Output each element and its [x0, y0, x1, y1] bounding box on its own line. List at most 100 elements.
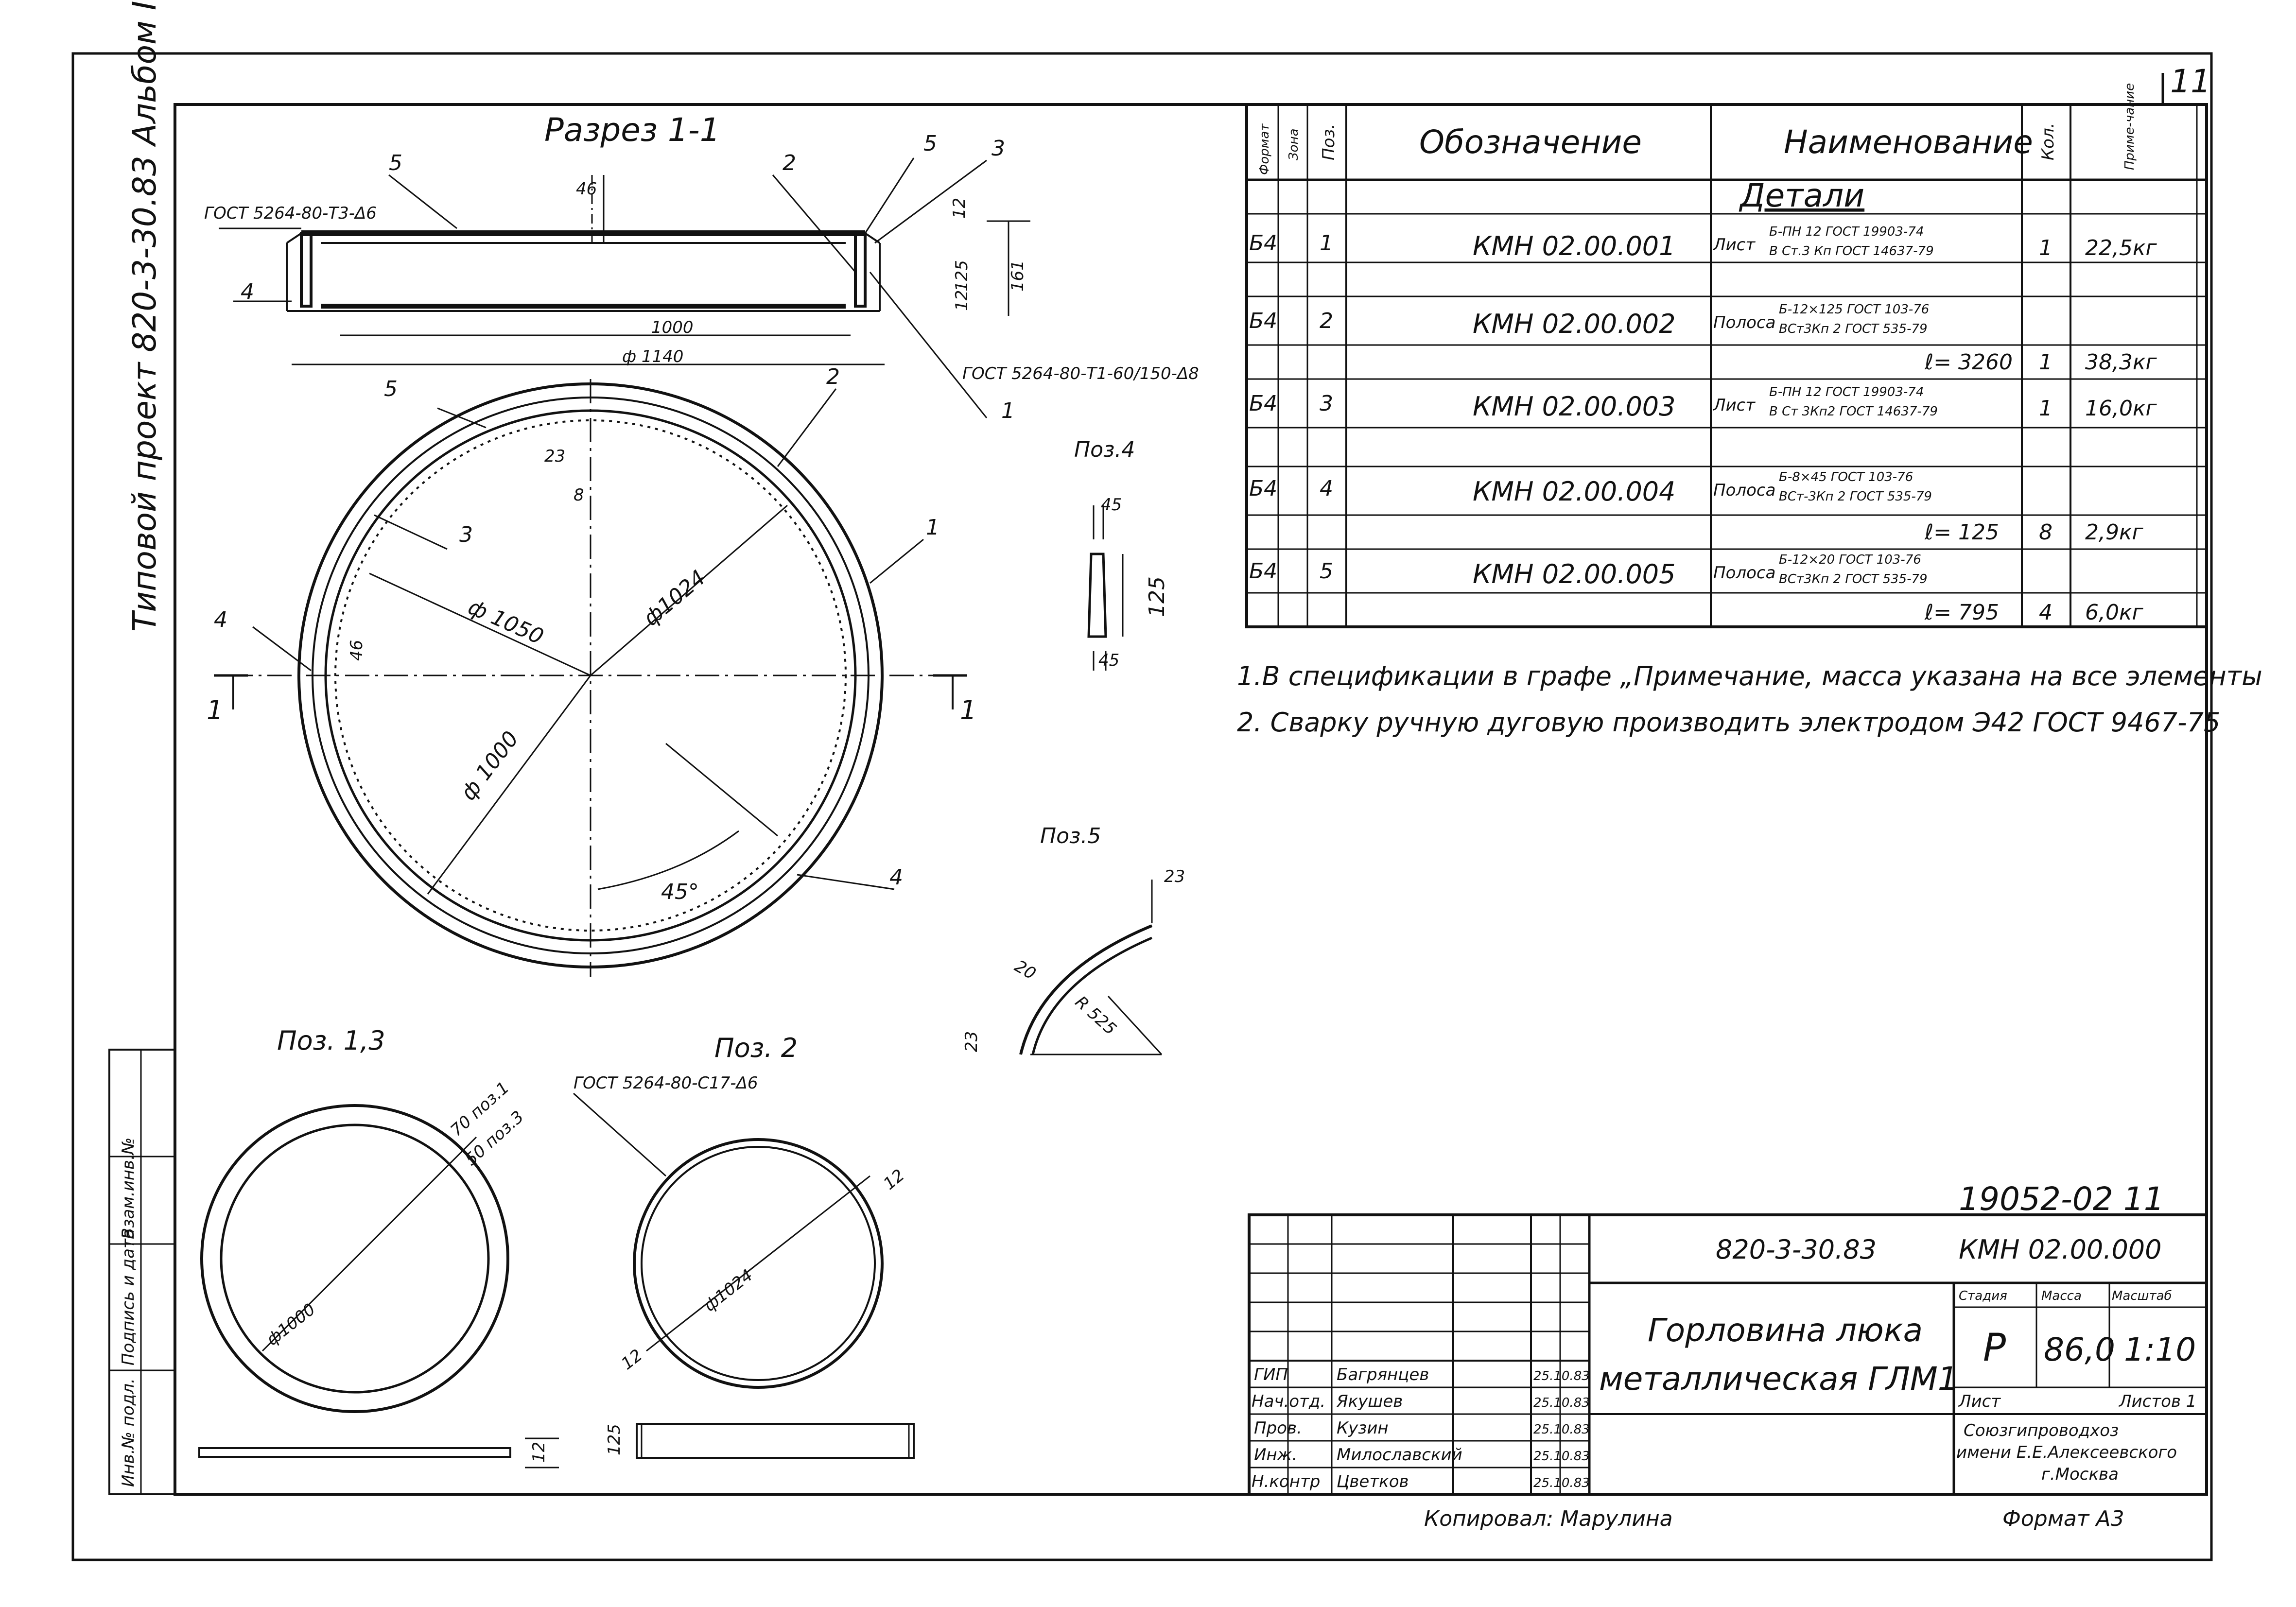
- spec-h-note: Приме-чание: [2122, 83, 2137, 170]
- section-dim-12: 12: [950, 198, 969, 219]
- tb-org-1: Союзгипроводхоз: [1964, 1421, 2119, 1440]
- row-name-prefix: Полоса: [1713, 563, 1775, 583]
- pos5-dim-20: 20: [1011, 956, 1039, 984]
- staff-role: ГИП: [1254, 1365, 1288, 1384]
- row-format: Б4: [1249, 559, 1277, 584]
- tb-project: 820-3-30.83: [1716, 1234, 1877, 1265]
- plan-pos-5: 5: [384, 377, 398, 401]
- pos2-dim-12a: 12: [880, 1165, 908, 1193]
- spec-section-title: Детали: [1739, 177, 1864, 214]
- section-dim-161: 161: [1008, 260, 1027, 292]
- plan-pos-2: 2: [826, 364, 840, 389]
- row-name-top: Б-12×125 ГОСТ 103-76: [1779, 302, 1929, 317]
- spec-h-pos: Поз.: [1319, 124, 1339, 160]
- row-name-prefix: Полоса: [1713, 313, 1775, 332]
- plan-d1000: ф 1000: [456, 726, 523, 805]
- row-format: Б4: [1249, 309, 1277, 333]
- pos2-title: Поз. 2: [714, 1033, 798, 1063]
- note-1: 1.В спецификации в графе „Примечание, ма…: [1237, 661, 2262, 691]
- row-qty: 1: [2039, 396, 2052, 421]
- pos4-detail: Поз.4 45 125 45: [1074, 437, 1169, 671]
- staff-row: Инж. Милославский 25.10.83: [1254, 1445, 1590, 1465]
- section-dim-gap: 46: [576, 179, 597, 199]
- staff-name: Милославский: [1337, 1445, 1462, 1465]
- staff-date: 25.10.83: [1533, 1369, 1590, 1383]
- tb-name-1: Горловина люка: [1648, 1312, 1923, 1349]
- row-note: 38,3кг: [2085, 350, 2157, 375]
- title-block: 19052-02 11 820-3-30.83 КМН 02.00.000 Го…: [1248, 1180, 2208, 1496]
- section-pos-5a: 5: [389, 151, 402, 175]
- row-extra: ℓ= 3260: [1924, 350, 2013, 375]
- row-name-bottom: В Ст 3Кп2 ГОСТ 14637-79: [1769, 404, 1938, 419]
- row-name-top: Б-8×45 ГОСТ 103-76: [1779, 470, 1913, 484]
- pos2-dim-12b: 12: [618, 1346, 646, 1374]
- staff-row: Нач.отд. Якушев 25.10.83: [1252, 1392, 1590, 1411]
- row-format: Б4: [1249, 476, 1277, 501]
- section-title: Разрез 1-1: [544, 111, 720, 149]
- tb-scale-header: Масштаб: [2112, 1289, 2172, 1303]
- plan-d1024: ф1024: [639, 565, 710, 631]
- plan-pos-3: 3: [459, 522, 473, 547]
- left-stamp: Инв.№ подл. Подпись и дата Взам.инв.№: [108, 1049, 176, 1495]
- staff-name: Цветков: [1337, 1472, 1409, 1491]
- row-code: КМН 02.00.001: [1473, 231, 1676, 261]
- spec-row: Б4 3 КМН 02.00.003 Лист Б-ПН 12 ГОСТ 199…: [1249, 385, 2157, 422]
- spec-h-format: Формат: [1257, 123, 1272, 175]
- tb-stage-header: Стадия: [1959, 1289, 2007, 1303]
- plan-d1050: ф 1050: [465, 594, 547, 649]
- spec-h-code: Обозначение: [1419, 123, 1642, 161]
- spec-h-name: Наименование: [1784, 123, 2033, 161]
- row-name-bottom: ВСт-3Кп 2 ГОСТ 535-79: [1779, 489, 1932, 504]
- staff-date: 25.10.83: [1533, 1396, 1590, 1410]
- tb-name-2: металлическая ГЛМ1: [1599, 1360, 1958, 1398]
- pos4-title: Поз.4: [1074, 437, 1135, 462]
- note-2: 2. Сварку ручную дуговую производить эле…: [1237, 707, 2220, 738]
- row-code: КМН 02.00.004: [1473, 476, 1676, 507]
- cut-label-left: 1: [207, 695, 223, 726]
- plan-dim-46: 46: [347, 640, 366, 661]
- pos5-dim-23b: 23: [962, 1031, 981, 1052]
- section-gost-top: ГОСТ 5264-80-Т3-Δ6: [204, 204, 377, 223]
- section-pos-4: 4: [241, 279, 254, 304]
- plan-pos-4a: 4: [214, 607, 227, 632]
- tb-org-3: г.Москва: [2041, 1465, 2119, 1484]
- spec-h-zone: Зона: [1287, 128, 1301, 160]
- tb-sheet: Лист: [1958, 1392, 2001, 1411]
- staff-date: 25.10.83: [1533, 1476, 1590, 1490]
- staff-row: ГИП Багрянцев 25.10.83: [1254, 1365, 1590, 1384]
- corner-sheet-number: 11: [2170, 63, 2211, 100]
- plan-dim-8: 8: [574, 485, 584, 505]
- pos13-detail: Поз. 1,3 70 поз.1 50 поз.3 ф1000 12: [198, 1025, 559, 1469]
- row-qty: 1: [2039, 350, 2052, 375]
- pos4-dim-125: 125: [1145, 576, 1169, 617]
- pos13-dim-12: 12: [529, 1442, 549, 1463]
- row-note: 2,9кг: [2085, 520, 2144, 545]
- section-pos-5b: 5: [923, 131, 937, 156]
- row-name-top: Б-ПН 12 ГОСТ 19903-74: [1769, 225, 1924, 239]
- tb-top-right: 19052-02 11: [1959, 1180, 2164, 1218]
- row-pos: 2: [1320, 309, 1333, 333]
- spec-h-qty: Кол.: [2038, 123, 2058, 160]
- row-name-prefix: Полоса: [1713, 481, 1775, 500]
- staff-role: Нач.отд.: [1252, 1392, 1325, 1411]
- copied-by: Копировал: Марулина: [1424, 1506, 1673, 1531]
- sheet-frame: [71, 52, 2213, 1561]
- row-pos: 5: [1320, 559, 1333, 584]
- section-pos-1: 1: [1001, 398, 1015, 423]
- row-format: Б4: [1249, 231, 1277, 256]
- row-name-top: Б-12×20 ГОСТ 103-76: [1779, 553, 1921, 567]
- row-code: КМН 02.00.002: [1473, 309, 1676, 339]
- stamp-inv: Инв.№ подл.: [119, 1378, 138, 1487]
- row-name-bottom: ВСт3Кп 2 ГОСТ 535-79: [1779, 572, 1928, 587]
- row-code: КМН 02.00.003: [1473, 391, 1676, 422]
- row-extra: ℓ= 795: [1924, 600, 1999, 625]
- pos5-detail: Поз.5 23 20 R 525 23: [962, 824, 1185, 1055]
- staff-name: Кузин: [1337, 1418, 1389, 1438]
- stamp-replace: Взам.инв.№: [119, 1138, 138, 1239]
- row-note: 6,0кг: [2085, 600, 2144, 625]
- section-dim-125: 125: [952, 260, 972, 292]
- pos13-title: Поз. 1,3: [277, 1025, 385, 1056]
- staff-row: Пров. Кузин 25.10.83: [1254, 1418, 1590, 1438]
- spec-row: Б4 2 КМН 02.00.002 Полоса Б-12×125 ГОСТ …: [1249, 302, 2157, 375]
